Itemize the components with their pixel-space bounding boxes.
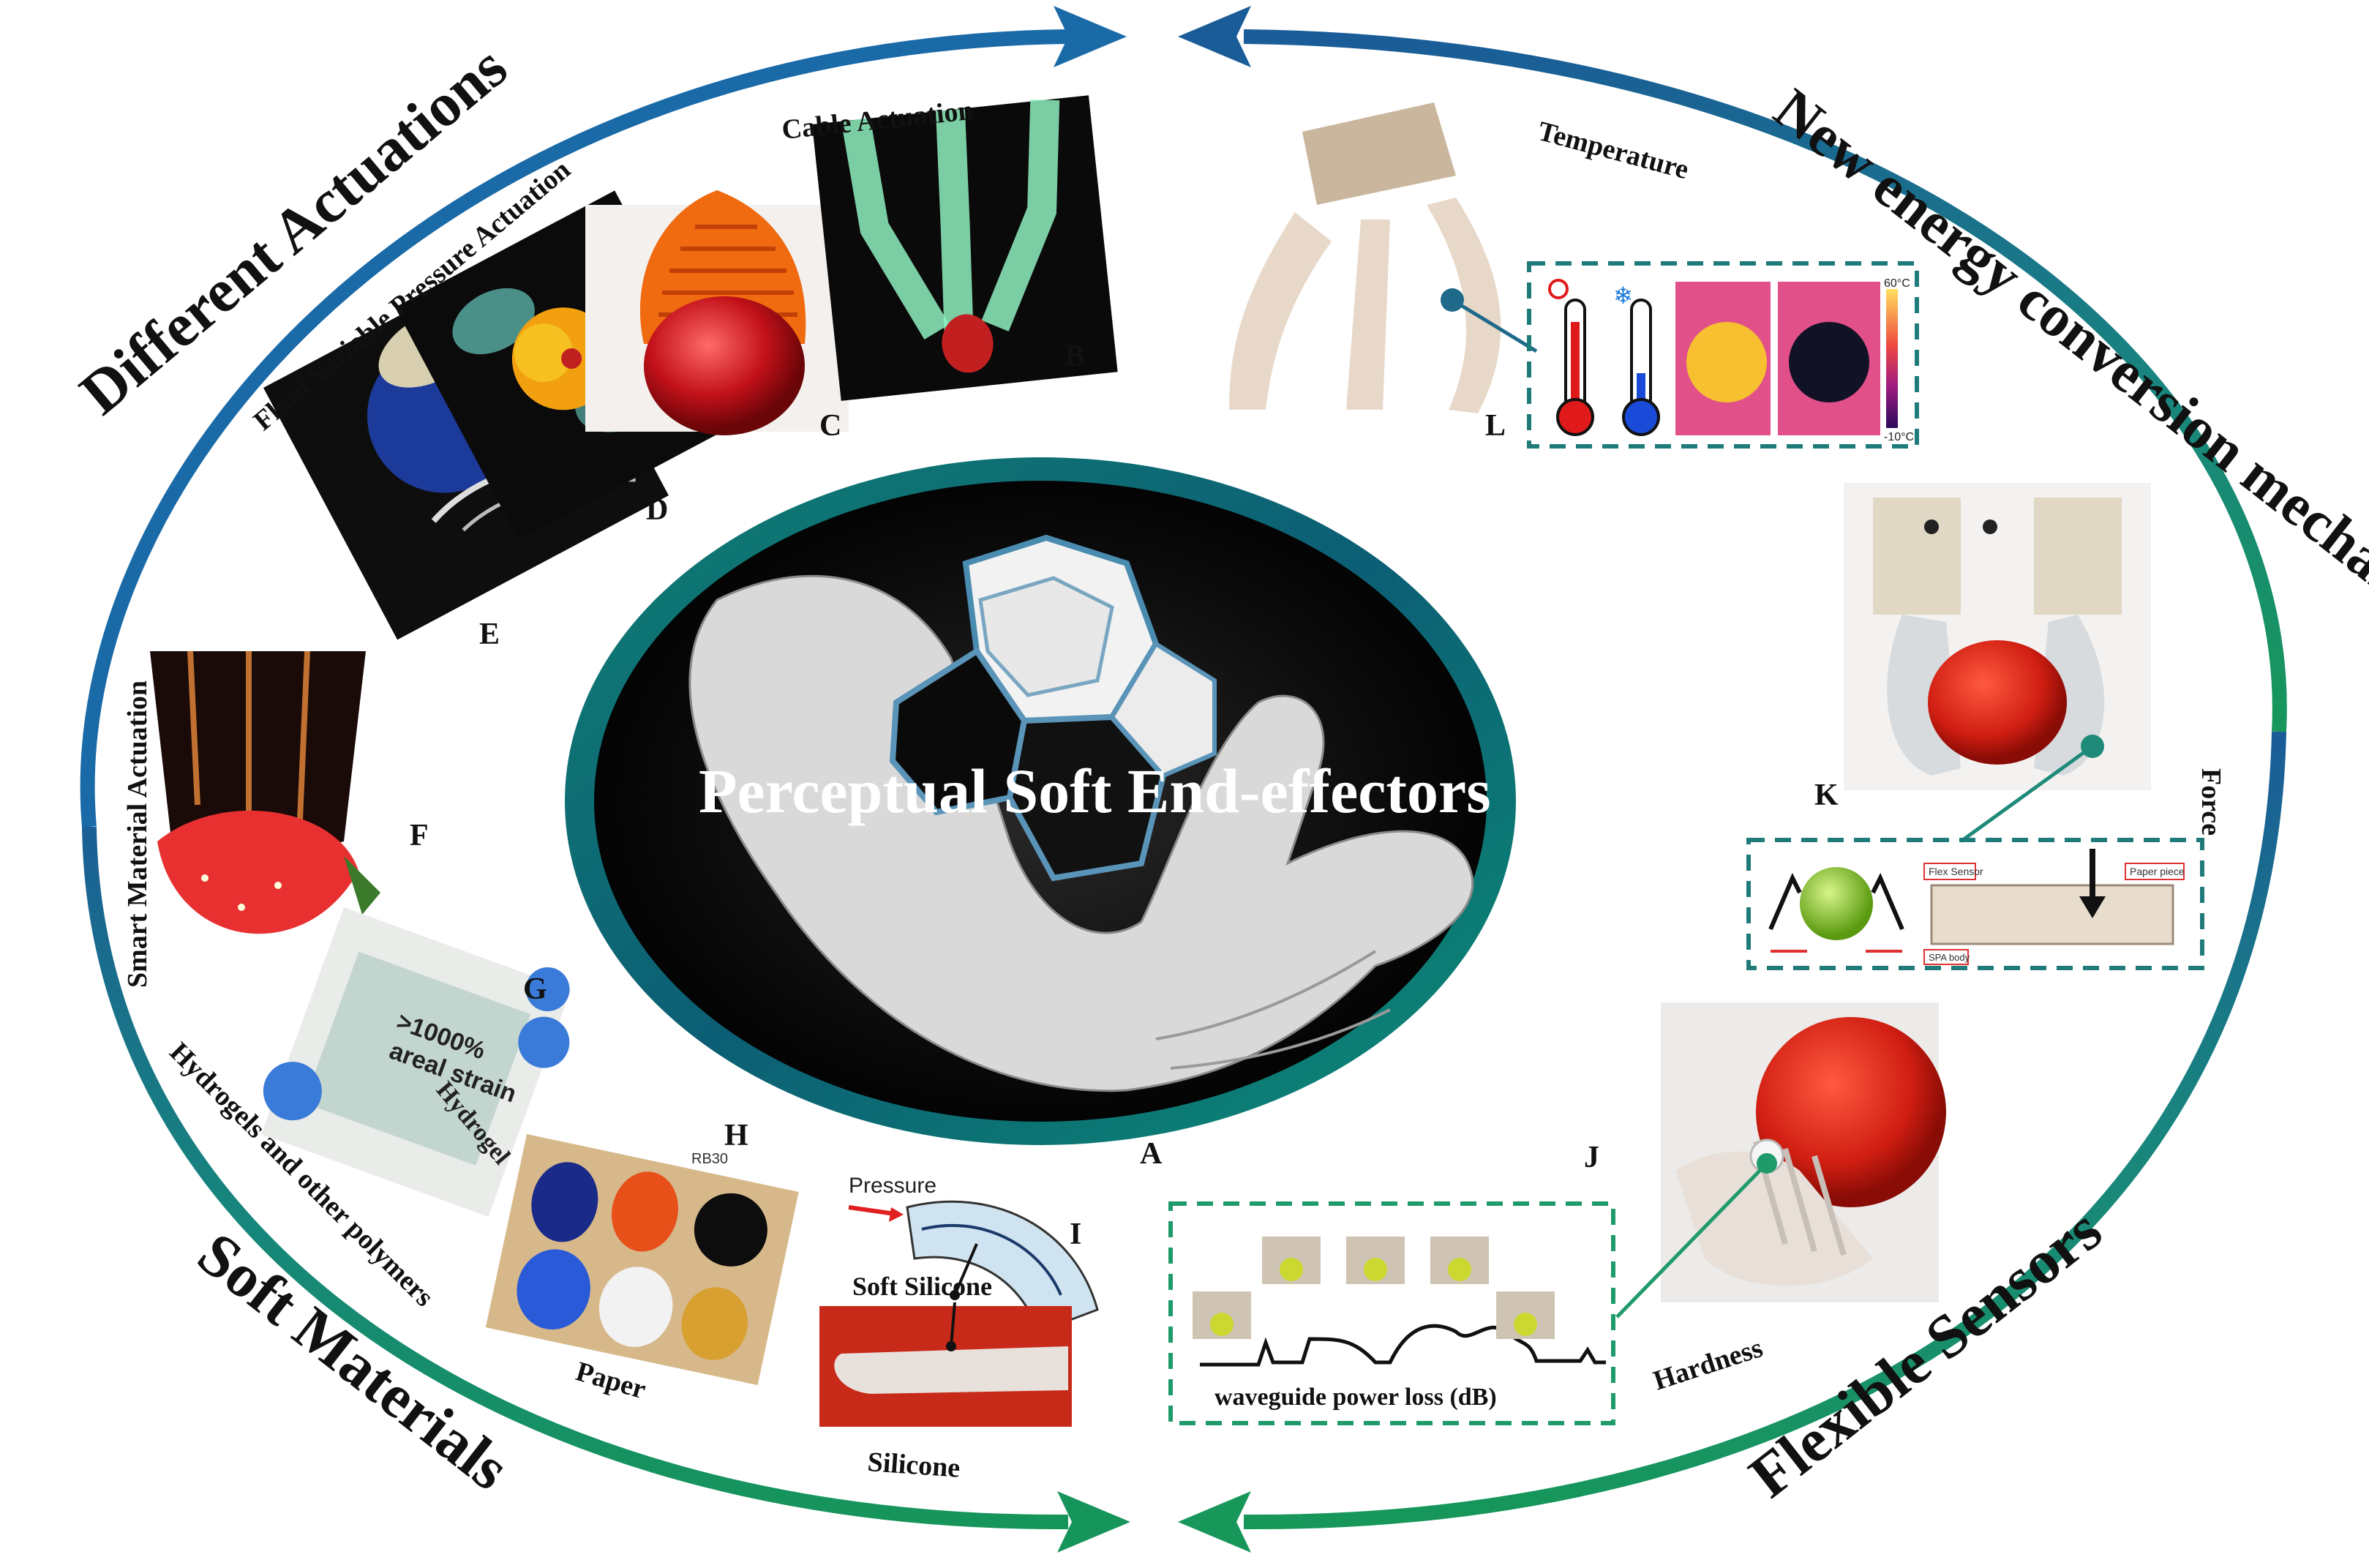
K-connector bbox=[1959, 744, 2094, 844]
label-silicone: Silicone bbox=[866, 1447, 961, 1484]
label-temperature: Temperature bbox=[1535, 116, 1692, 185]
center-title: Perceptual Soft End-effectors bbox=[699, 756, 1491, 826]
panel-C bbox=[585, 190, 849, 435]
K-diagram: Flex Sensor Paper piece SPA body bbox=[1768, 849, 2185, 965]
panel-letter-B: B bbox=[1065, 340, 1085, 373]
waveguide-label: waveguide power loss (dB) bbox=[1214, 1384, 1497, 1411]
panel-letter-E: E bbox=[479, 618, 500, 651]
arc-bottom-left bbox=[82, 826, 1069, 1530]
hand-shape bbox=[688, 574, 1474, 1092]
thermal-scale bbox=[1886, 289, 1898, 428]
panel-F bbox=[150, 650, 380, 934]
panel-letter-H: H bbox=[724, 1119, 748, 1152]
arc-top-right bbox=[1243, 29, 2287, 732]
L-dashed-box bbox=[1527, 261, 1919, 449]
panel-letter-G: G bbox=[523, 972, 547, 1006]
arc-bottom-right bbox=[1243, 731, 2286, 1530]
panel-letter-D: D bbox=[646, 493, 668, 527]
label-soft-silicone: Soft Silicone bbox=[852, 1272, 992, 1301]
panel-J bbox=[1661, 1002, 1946, 1302]
flex-sensor-label: Flex Sensor bbox=[1929, 866, 1983, 877]
label-hardness: Hardness bbox=[1650, 1332, 1767, 1397]
panel-letter-K: K bbox=[1814, 779, 1839, 812]
J-dashed-box bbox=[1168, 1201, 1615, 1425]
label-force: Force bbox=[2196, 768, 2226, 836]
waveguide-trace bbox=[1200, 1324, 1606, 1367]
snowflake-icon: ❄ bbox=[1613, 282, 1633, 309]
panel-letter-C: C bbox=[819, 409, 841, 443]
L-connector bbox=[1451, 298, 1538, 353]
arrow-top-left bbox=[1054, 6, 1127, 67]
panel-letter-I: I bbox=[1070, 1218, 1081, 1251]
panel-G bbox=[261, 907, 571, 1217]
panel-letter-A: A bbox=[1140, 1137, 1163, 1171]
J-connector bbox=[1615, 1162, 1768, 1318]
temp-hot-label: 60°C bbox=[1884, 277, 1910, 290]
label-rb30: RB30 bbox=[691, 1151, 728, 1167]
panel-K bbox=[1844, 483, 2151, 790]
arrow-top-right bbox=[1178, 6, 1251, 67]
panel-letter-J: J bbox=[1584, 1141, 1599, 1174]
hand-finger-lines bbox=[1155, 950, 1391, 1070]
L-thermometers: ❄ bbox=[1548, 279, 1660, 436]
dodecahedron bbox=[889, 534, 1217, 882]
arc-top-left bbox=[80, 29, 1069, 828]
panel-I: Pressure Soft Silicone bbox=[819, 1174, 1099, 1427]
label-paper: Paper bbox=[573, 1356, 650, 1405]
label-soft-materials: Soft Materials bbox=[185, 1220, 522, 1504]
paper-piece-label: Paper piece bbox=[2130, 866, 2185, 877]
panel-letter-F: F bbox=[410, 819, 429, 852]
outer-ring bbox=[80, 6, 2287, 1553]
arrow-bottom-left bbox=[1057, 1491, 1130, 1553]
panel-B bbox=[812, 95, 1118, 401]
K-dashed-box bbox=[1746, 838, 2204, 970]
center-panel: Perceptual Soft End-effectors A bbox=[565, 457, 1516, 1171]
panel-L bbox=[1229, 102, 1501, 413]
panel-letter-L: L bbox=[1485, 409, 1506, 443]
arrow-bottom-right bbox=[1178, 1491, 1251, 1553]
panel-H bbox=[485, 1134, 799, 1386]
label-pressure: Pressure bbox=[849, 1174, 936, 1198]
temp-cold-label: -10°C bbox=[1884, 431, 1914, 443]
label-smart-material: Smart Material Actuation bbox=[122, 680, 153, 988]
J-waveguide-plot: waveguide power loss (dB) bbox=[1193, 1237, 1606, 1411]
spa-body-label: SPA body bbox=[1929, 952, 1970, 963]
